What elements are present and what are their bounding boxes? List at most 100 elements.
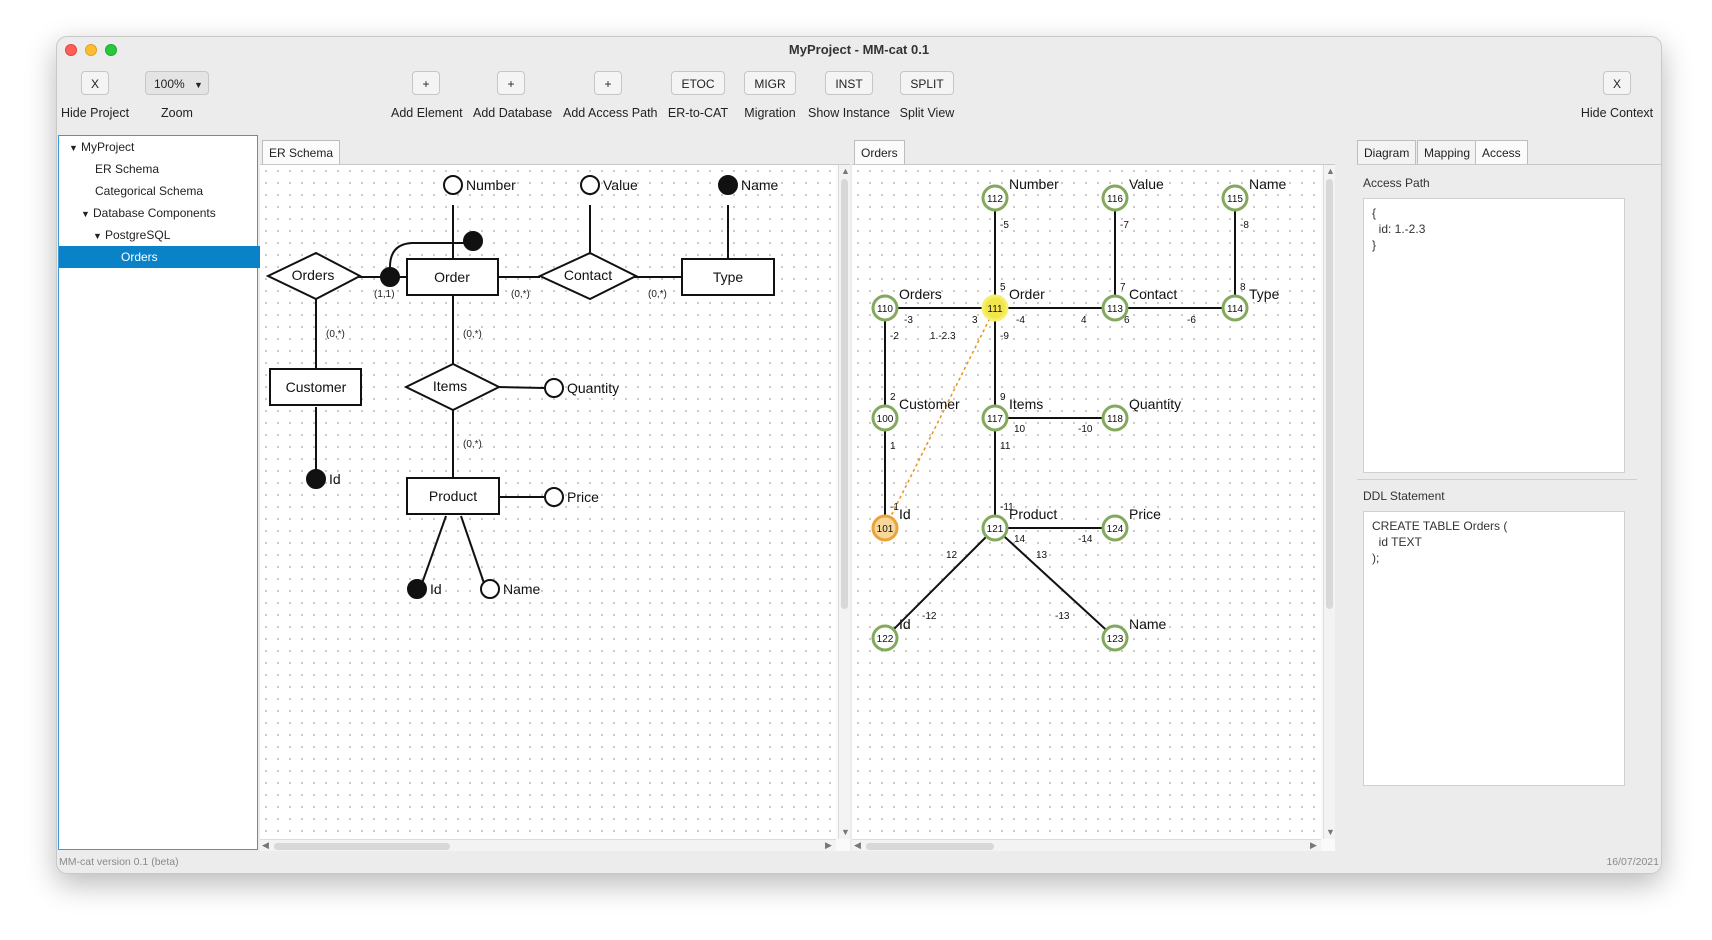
scroll-down-icon[interactable]: ▼ (841, 827, 850, 837)
tree-item-postgresql[interactable]: ▼PostgreSQL (59, 224, 291, 246)
attribute-name-key-circle[interactable] (718, 175, 738, 195)
morphism-edge (884, 527, 996, 639)
attribute-value-circle[interactable] (580, 175, 600, 195)
scroll-left-icon[interactable]: ◀ (262, 840, 269, 850)
split-view-button[interactable]: SPLIT (900, 71, 954, 95)
scroll-right-icon[interactable]: ▶ (1310, 840, 1317, 850)
object-node-101[interactable] (871, 514, 899, 542)
tab-access[interactable]: Access (1475, 140, 1528, 164)
identifier-key-circle[interactable] (380, 267, 400, 287)
object-node-124[interactable] (1101, 514, 1129, 542)
attribute-quantity-circle[interactable] (544, 378, 564, 398)
scroll-thumb[interactable] (274, 843, 450, 850)
er-vertical-scrollbar[interactable]: ▲ ▼ (838, 165, 850, 839)
tree-item-database-components[interactable]: ▼Database Components (59, 202, 279, 224)
object-node-id: 118 (1107, 414, 1123, 425)
cardinality-label: (0,*) (511, 289, 530, 300)
edge-label: 9 (1000, 392, 1006, 403)
object-node-label: Customer (899, 396, 960, 412)
scroll-right-icon[interactable]: ▶ (825, 840, 832, 850)
scroll-up-icon[interactable]: ▲ (841, 166, 850, 176)
expand-arrow-icon[interactable]: ▼ (93, 231, 102, 241)
object-node-id: 114 (1227, 304, 1243, 315)
er-horizontal-scrollbar[interactable]: ◀ ▶ (260, 839, 836, 851)
migration-button[interactable]: MIGR (744, 71, 796, 95)
minimize-window-button[interactable] (85, 44, 97, 56)
show-instance-button[interactable]: INST (825, 71, 873, 95)
relationship-contact[interactable] (537, 251, 639, 301)
entity-customer[interactable] (269, 368, 362, 406)
object-node-113[interactable] (1101, 294, 1129, 322)
split-view-group: SPLIT Split View (895, 71, 959, 120)
etoc-button[interactable]: ETOC (671, 71, 725, 95)
attribute-price-circle[interactable] (544, 487, 564, 507)
add-database-button[interactable]: + (497, 71, 525, 95)
cardinality-label: (1,1) (374, 289, 395, 300)
object-node-100[interactable] (871, 404, 899, 432)
object-node-116[interactable] (1101, 184, 1129, 212)
edge-label: -2 (890, 331, 899, 342)
object-node-115[interactable] (1221, 184, 1249, 212)
attribute-number-circle[interactable] (443, 175, 463, 195)
zoom-label: Zoom (161, 106, 193, 120)
entity-type[interactable] (681, 258, 775, 296)
expand-arrow-icon[interactable]: ▼ (81, 209, 90, 219)
tab-er-schema[interactable]: ER Schema (262, 140, 341, 164)
add-access-path-label: Add Access Path (563, 106, 658, 120)
add-element-button[interactable]: + (412, 71, 440, 95)
tree-item-label: Orders (121, 250, 158, 264)
attribute-name-circle[interactable] (480, 579, 500, 599)
tree-item-categorical-schema[interactable]: Categorical Schema (59, 180, 293, 202)
entity-order[interactable] (406, 258, 499, 296)
object-node-111[interactable] (981, 294, 1009, 322)
attribute-id-key-circle[interactable] (407, 579, 427, 599)
object-node-123[interactable] (1101, 624, 1129, 652)
cat-horizontal-scrollbar[interactable]: ◀ ▶ (852, 839, 1321, 851)
cardinality-label: (0,*) (463, 329, 482, 340)
cat-canvas[interactable]: 5 -5 -7 7 -8 8 -3 3 -4 4 6 -6 -2 2 -9 9 (852, 165, 1321, 839)
cardinality-label: (0,*) (463, 439, 482, 450)
object-node-110[interactable] (871, 294, 899, 322)
object-node-117[interactable] (981, 404, 1009, 432)
scroll-thumb[interactable] (1326, 179, 1333, 609)
maximize-window-button[interactable] (105, 44, 117, 56)
tab-orders[interactable]: Orders (854, 140, 905, 164)
object-node-112[interactable] (981, 184, 1009, 212)
cat-vertical-scrollbar[interactable]: ▲ ▼ (1323, 165, 1335, 839)
scroll-thumb[interactable] (866, 843, 994, 850)
object-node-122[interactable] (871, 624, 899, 652)
zoom-select[interactable]: 100% ▼ (145, 71, 209, 95)
object-node-id: 111 (987, 304, 1003, 315)
entity-product[interactable] (406, 477, 500, 515)
add-access-path-button[interactable]: + (594, 71, 622, 95)
relationship-orders[interactable] (265, 251, 363, 301)
er-edge (496, 386, 545, 389)
scroll-up-icon[interactable]: ▲ (1326, 166, 1335, 176)
hide-project-button[interactable]: X (80, 71, 109, 95)
expand-arrow-icon[interactable]: ▼ (69, 143, 78, 153)
tree-item-orders[interactable]: Orders (59, 246, 319, 268)
identifier-key-circle[interactable] (463, 231, 483, 251)
window-title: MyProject - MM-cat 0.1 (788, 42, 930, 57)
context-panel: Diagram Mapping Access Access Path { id:… (1357, 135, 1661, 851)
object-node-118[interactable] (1101, 404, 1129, 432)
access-path-editor[interactable]: { id: 1.-2.3 } (1363, 198, 1625, 473)
hide-context-button[interactable]: X (1602, 71, 1631, 95)
tree-item-er-schema[interactable]: ER Schema (59, 158, 293, 180)
scroll-left-icon[interactable]: ◀ (854, 840, 861, 850)
object-node-114[interactable] (1221, 294, 1249, 322)
relationship-items[interactable] (403, 362, 502, 412)
morphism-edge (994, 527, 1116, 639)
attribute-label: Value (603, 177, 638, 193)
object-node-121[interactable] (981, 514, 1009, 542)
tab-diagram[interactable]: Diagram (1357, 140, 1417, 164)
cardinality-label: (0,*) (326, 329, 345, 340)
object-node-label: Product (1009, 506, 1057, 522)
attribute-id-key-circle[interactable] (306, 469, 326, 489)
er-canvas[interactable]: Order Type Customer Product Orders Conta… (260, 165, 836, 839)
scroll-thumb[interactable] (841, 179, 848, 609)
close-window-button[interactable] (65, 44, 77, 56)
scroll-down-icon[interactable]: ▼ (1326, 827, 1335, 837)
tree-item-myproject[interactable]: ▼MyProject (59, 136, 267, 158)
tab-mapping[interactable]: Mapping (1417, 140, 1478, 164)
